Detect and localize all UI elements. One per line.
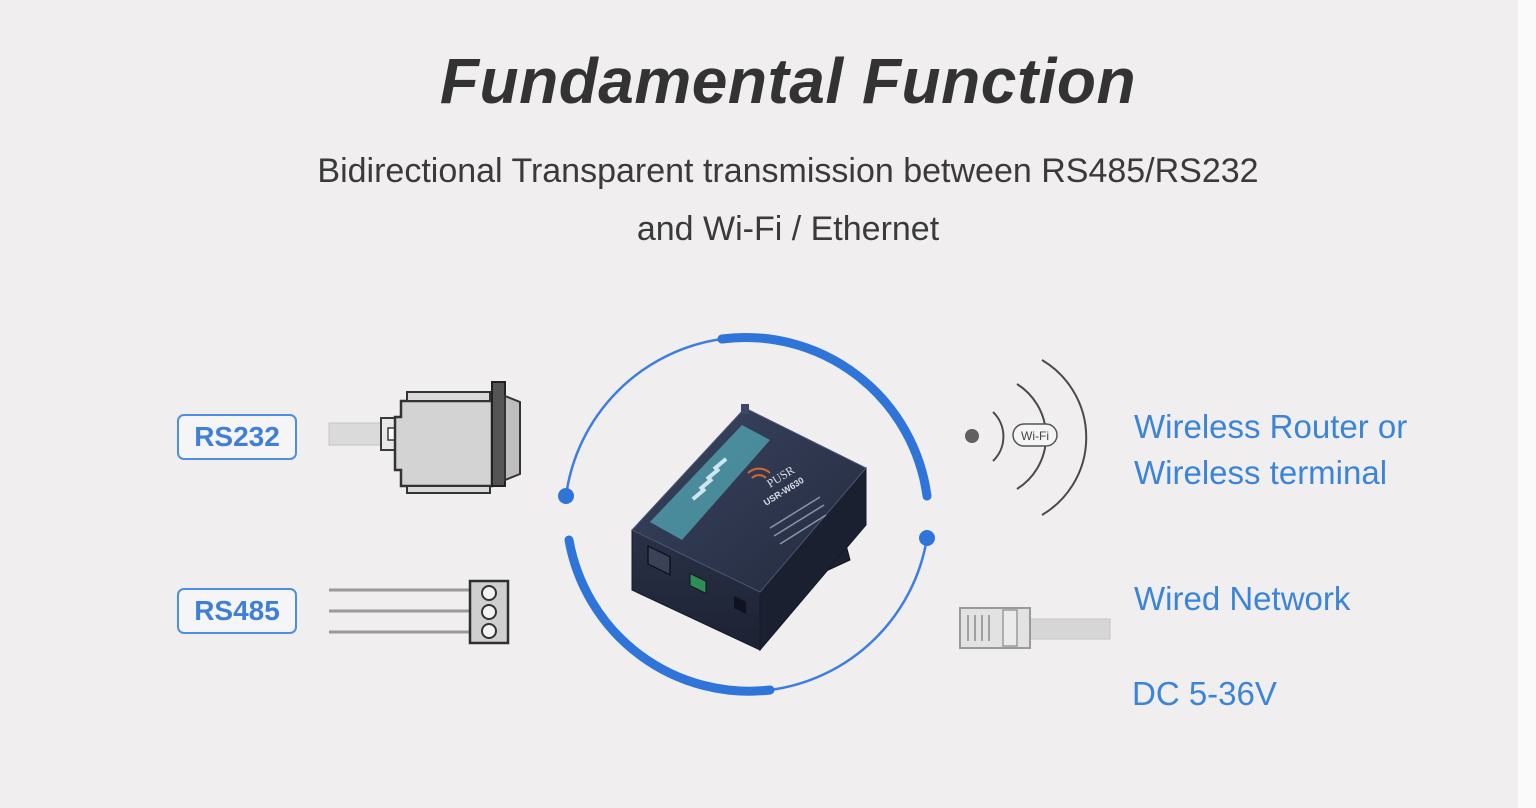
wireless-label-line-2: Wireless terminal	[1134, 454, 1388, 491]
wireless-label-line-1: Wireless Router or	[1134, 408, 1408, 445]
wifi-signal-icon	[965, 359, 1088, 516]
rs232-badge: RS232	[177, 414, 297, 460]
power-label: DC 5-36V	[1132, 675, 1277, 712]
page-title: Fundamental Function	[439, 45, 1137, 117]
terminal-block-icon	[329, 579, 510, 645]
connection-ring	[564, 332, 932, 696]
rs485-badge: RS485	[177, 588, 297, 634]
wired-network-label: Wired Network	[1134, 580, 1351, 617]
device-image: PUSR USR-W630	[631, 404, 867, 652]
right-edge-strip	[1518, 0, 1536, 808]
subtitle-line-1: Bidirectional Transparent transmission b…	[317, 152, 1259, 190]
db9-connector-icon	[328, 381, 521, 494]
ring-node-left	[558, 488, 574, 504]
rj45-connector-icon	[959, 607, 1111, 649]
ring-node-right	[919, 530, 935, 546]
subtitle-line-2: and Wi-Fi / Ethernet	[636, 210, 940, 248]
wifi-badge-text: Wi-Fi	[1021, 429, 1049, 443]
